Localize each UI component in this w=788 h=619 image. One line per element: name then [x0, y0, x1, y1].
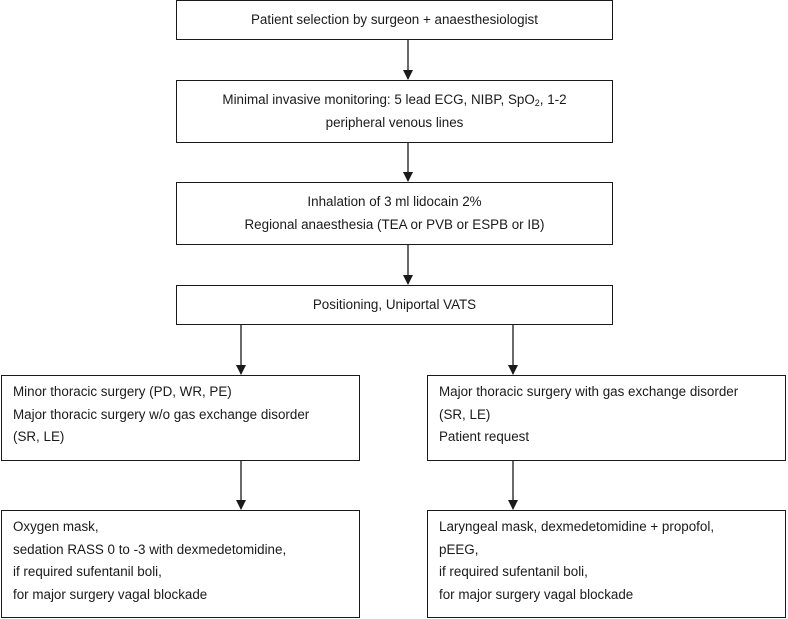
laryngeal-line-3: if required sufentanil boli, — [439, 564, 588, 579]
laryngeal-line-2: pEEG, — [439, 541, 479, 557]
major-surgery-line-1: Major thoracic surgery with gas exchange… — [439, 384, 739, 399]
major-surgery-line-3: Patient request — [439, 429, 530, 444]
oxygen-line-4: for major surgery vagal blockade — [13, 586, 208, 602]
inhalation-text: Inhalation of 3 ml lidocain 2% — [307, 194, 482, 209]
minor-surgery-box: Minor thoracic surgery (PD, WR, PE) Majo… — [1, 375, 360, 461]
oxygen-line-3: if required sufentanil boli, — [13, 564, 162, 579]
laryngeal-line-1: Laryngeal mask, dexmedetomidine + propof… — [439, 519, 715, 534]
minor-surgery-line-3: (SR, LE) — [13, 429, 65, 444]
regional-anaesthesia-text: Regional anaesthesia (TEA or PVB or ESPB… — [244, 216, 545, 232]
positioning-box: Positioning, Uniportal VATS — [176, 285, 613, 325]
patient-selection-text: Patient selection by surgeon + anaesthes… — [251, 11, 538, 27]
monitoring-text-line-1: Minimal invasive monitoring: 5 lead ECG,… — [222, 89, 566, 112]
laryngeal-mask-box: Laryngeal mask, dexmedetomidine + propof… — [427, 510, 786, 618]
minor-surgery-line-1: Minor thoracic surgery (PD, WR, PE) — [13, 384, 232, 399]
monitoring-box: Minimal invasive monitoring: 5 lead ECG,… — [176, 80, 613, 143]
positioning-text: Positioning, Uniportal VATS — [312, 296, 477, 312]
oxygen-mask-box: Oxygen mask, sedation RASS 0 to -3 with … — [1, 510, 360, 618]
major-surgery-box: Major thoracic surgery with gas exchange… — [427, 375, 786, 461]
major-surgery-line-2: (SR, LE) — [439, 406, 491, 422]
laryngeal-line-4: for major surgery vagal blockade — [439, 586, 634, 602]
inhalation-anaesthesia-box: Inhalation of 3 ml lidocain 2% Regional … — [176, 182, 613, 245]
oxygen-line-1: Oxygen mask, — [13, 519, 99, 534]
monitoring-text-line-1-tail: , 1-2 — [539, 92, 567, 107]
spo2-subscript: 2 — [534, 98, 540, 108]
monitoring-text-line-2: peripheral venous lines — [325, 114, 464, 130]
oxygen-line-2: sedation RASS 0 to -3 with dexmedetomidi… — [13, 541, 287, 557]
monitoring-text-line-1-main: Minimal invasive monitoring: 5 lead ECG,… — [222, 92, 535, 107]
patient-selection-box: Patient selection by surgeon + anaesthes… — [176, 0, 613, 40]
minor-surgery-line-2: Major thoracic surgery w/o gas exchange … — [13, 406, 310, 422]
